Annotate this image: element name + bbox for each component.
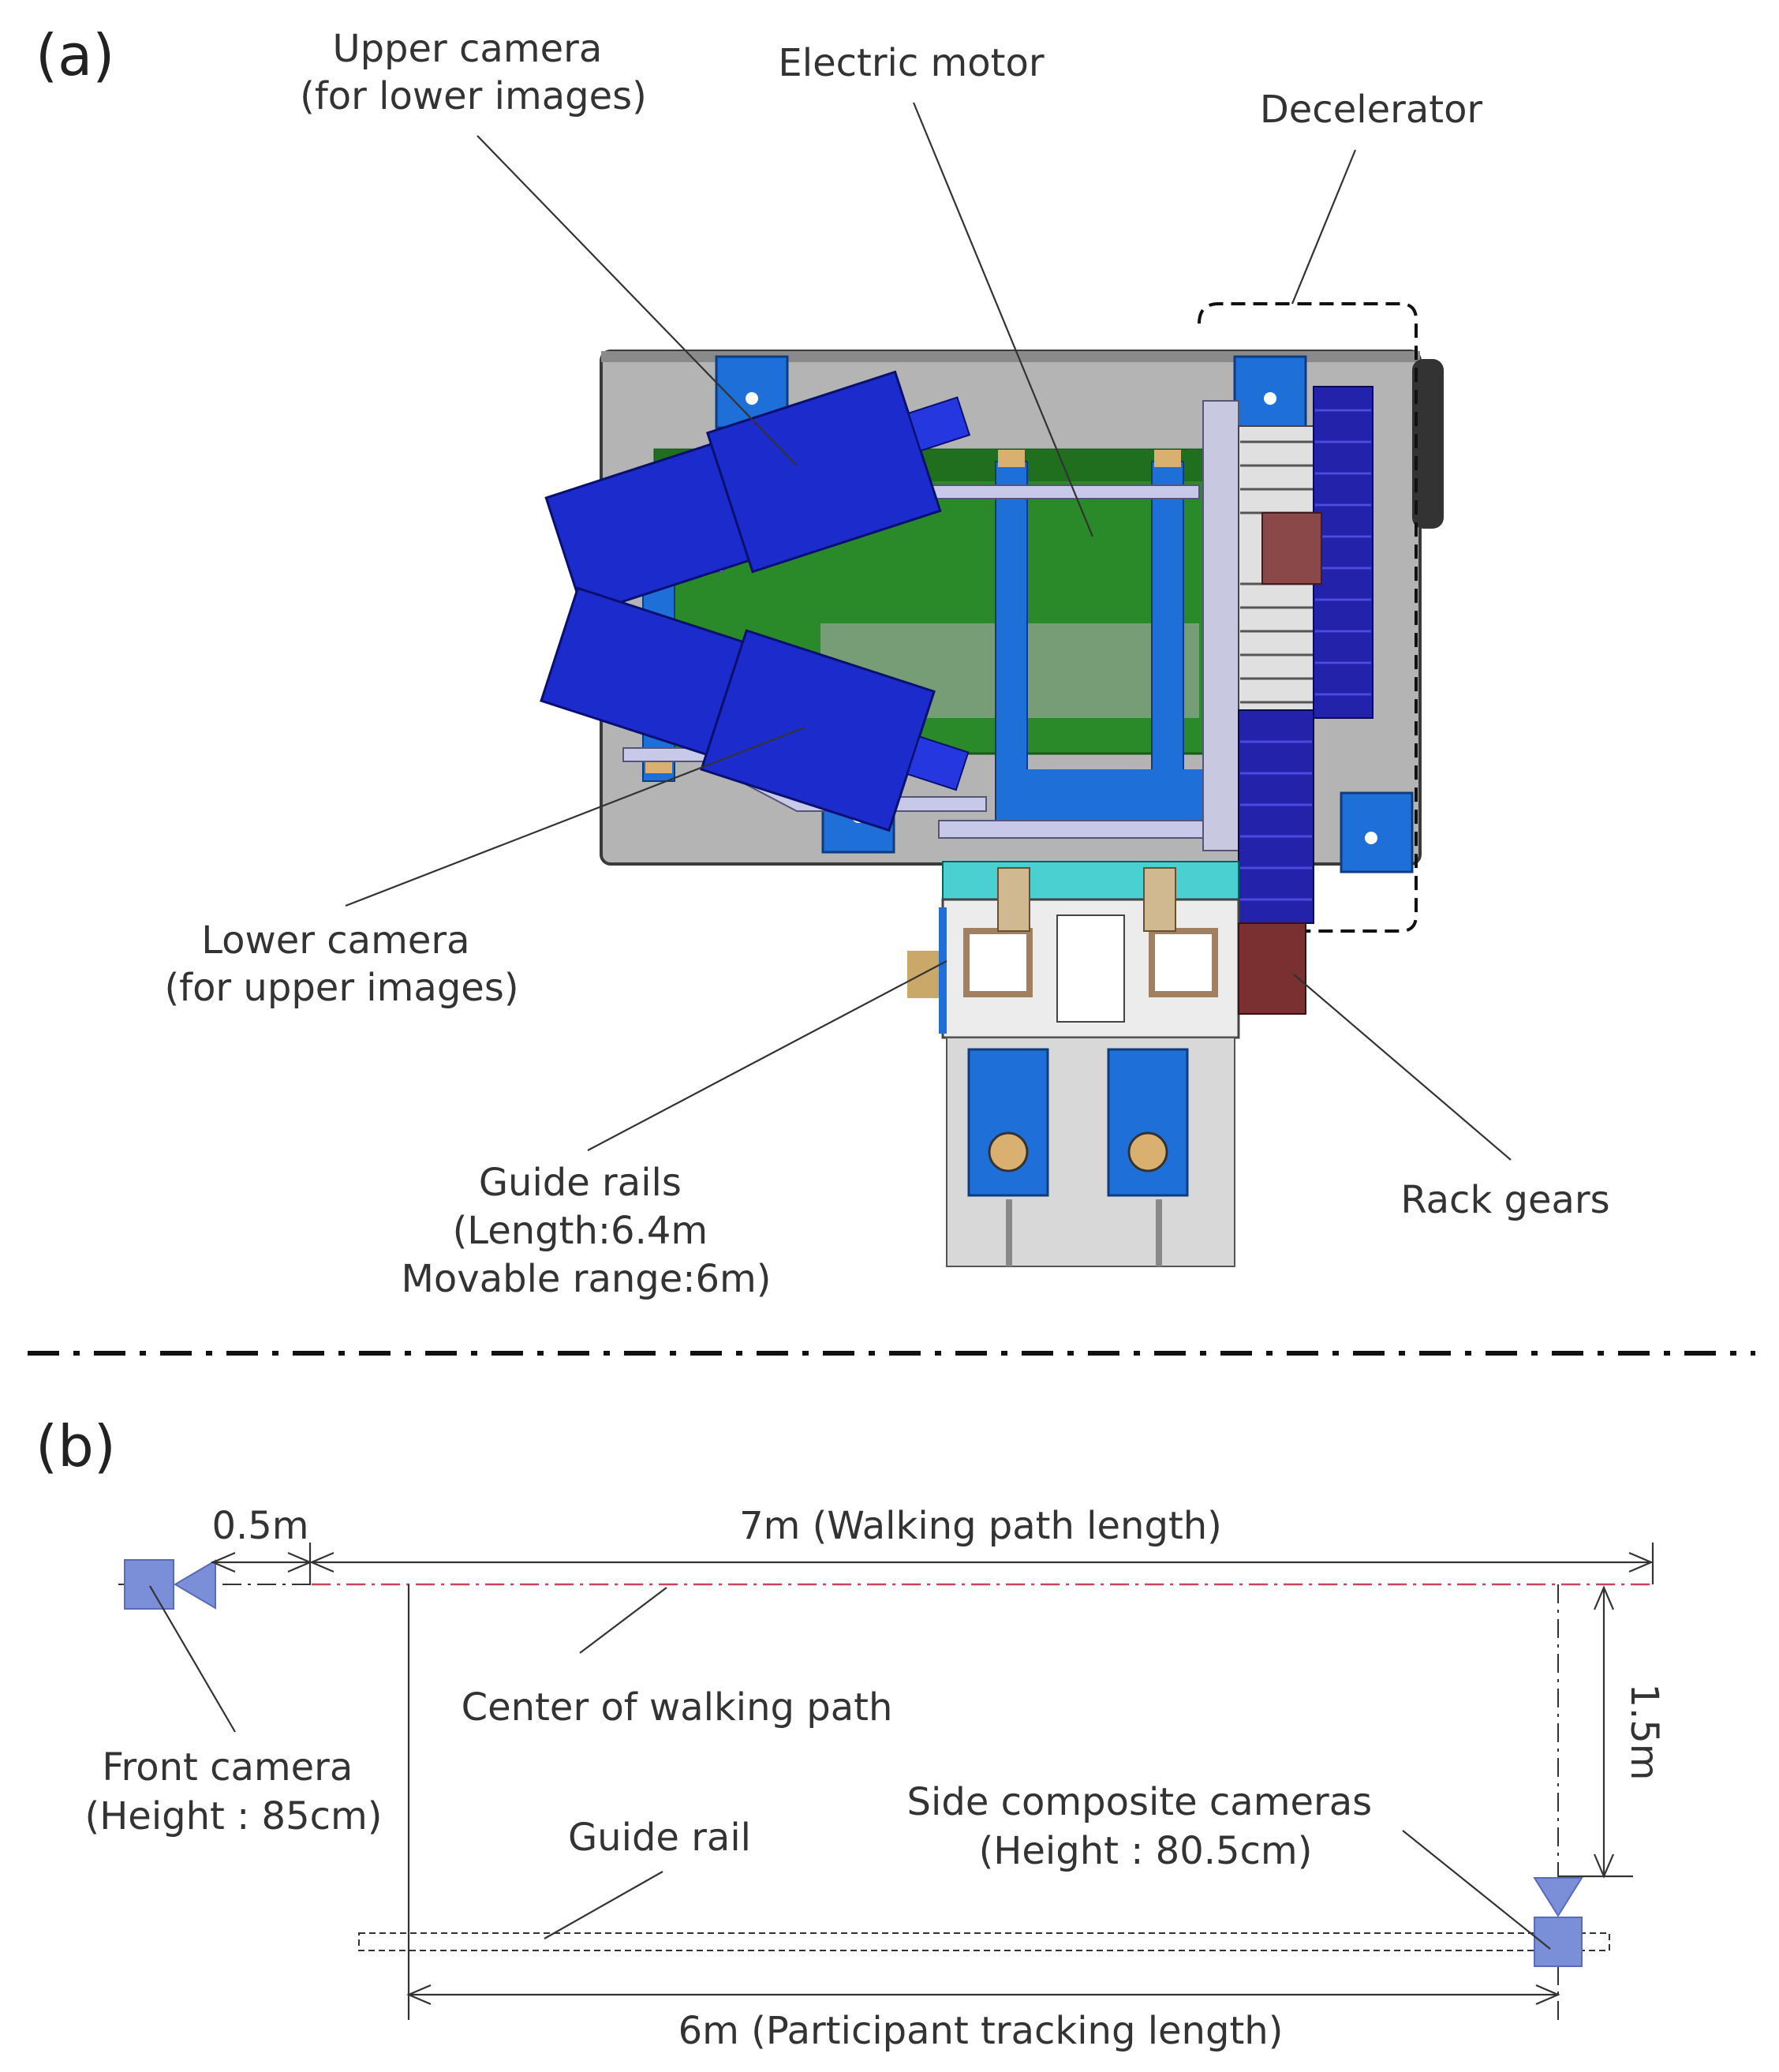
label-upper-camera: Upper camera (for lower images) <box>300 27 647 118</box>
post-nut <box>1154 450 1181 467</box>
lower-camera <box>540 586 970 832</box>
rail-bolt <box>1143 867 1176 932</box>
bottom-strut <box>938 820 1235 839</box>
dim-offset-arrow-left <box>211 1551 236 1573</box>
bracket-hole <box>746 392 758 405</box>
leader-guide-rails <box>587 960 947 1151</box>
label-walking-path-dim: 7m (Walking path length) <box>739 1504 1222 1548</box>
post-nut <box>998 450 1025 467</box>
motor-base <box>1026 769 1207 828</box>
rail-bolt <box>997 867 1030 932</box>
label-tracking-dim: 6m (Participant tracking length) <box>678 2009 1284 2053</box>
leader-decelerator <box>1291 149 1357 305</box>
carriage-wheel <box>1127 1131 1168 1173</box>
rail-slot <box>1149 928 1218 997</box>
leader-center-path <box>579 1587 667 1654</box>
carriage-block <box>967 1048 1049 1197</box>
leader-front-camera <box>149 1585 236 1733</box>
leader-rack-gears <box>1293 974 1512 1161</box>
panel-b-label: (b) <box>36 1413 116 1479</box>
mechanism-drawing <box>540 302 1444 1267</box>
rail-top-plate <box>942 861 1239 900</box>
label-center-path: Center of walking path <box>462 1685 893 1730</box>
label-side-cameras: Side composite cameras (Height : 80.5cm) <box>907 1780 1385 1873</box>
side-bolt <box>907 951 943 998</box>
label-guide-rails: Guide rails (Length:6.4m Movable range:6… <box>402 1161 772 1301</box>
front-camera-lens <box>174 1559 216 1610</box>
label-lateral-dim: 1.5m <box>1622 1683 1666 1780</box>
rail-profile-hole <box>1056 914 1125 1023</box>
gear-stripes <box>1240 409 1371 901</box>
large-gear <box>1313 386 1373 719</box>
front-camera-marker <box>124 1559 174 1610</box>
decelerator-frame <box>1202 400 1239 851</box>
carriage-block <box>1107 1048 1189 1197</box>
leader-upper-camera <box>477 135 798 466</box>
label-electric-motor: Electric motor <box>778 41 1044 85</box>
label-front-camera: Front camera (Height : 85cm) <box>84 1745 382 1838</box>
carriage-wheel <box>988 1131 1029 1173</box>
guide-rail <box>358 1932 1610 1951</box>
pinion <box>1261 512 1322 585</box>
carriage-stripe <box>1156 1199 1162 1266</box>
dim-walking-arrow-right <box>1628 1551 1654 1573</box>
lower-gear <box>1238 709 1314 924</box>
leader-electric-motor <box>912 102 1094 537</box>
post <box>1151 461 1184 825</box>
side-plate <box>939 907 947 1034</box>
leader-side-cameras <box>1402 1830 1551 1950</box>
bracket-bottom-right <box>1340 791 1414 873</box>
label-rack-gears: Rack gears <box>1400 1178 1609 1222</box>
leader-guide-rail <box>544 1871 663 1939</box>
side-camera-lens <box>1533 1877 1583 1917</box>
upper-camera <box>544 370 971 616</box>
bracket-hole <box>1365 832 1377 844</box>
leader-lower-camera <box>345 726 805 907</box>
post <box>995 461 1028 825</box>
label-decelerator: Decelerator <box>1260 88 1483 132</box>
rail-slot <box>963 928 1033 997</box>
dim-walking-arrow-left <box>309 1551 334 1573</box>
dim-tracking-arrow-right <box>1535 1984 1560 2006</box>
rack-gear-block <box>1238 922 1306 1015</box>
housing-top-edge <box>601 351 1420 362</box>
label-lower-camera: Lower camera (for upper images) <box>164 918 518 1010</box>
dim-tracking-arrow-left <box>406 1984 432 2006</box>
bracket-hole <box>1264 392 1276 405</box>
label-offset-dim: 0.5m <box>211 1504 308 1548</box>
carriage-stripe <box>1006 1199 1012 1266</box>
dim-lateral-arrow-top <box>1593 1585 1615 1610</box>
panel-a-label: (a) <box>36 22 114 88</box>
housing-right-plate <box>1412 359 1444 529</box>
decelerator-outline <box>1198 302 1418 933</box>
label-guide-rail: Guide rail <box>568 1816 751 1860</box>
